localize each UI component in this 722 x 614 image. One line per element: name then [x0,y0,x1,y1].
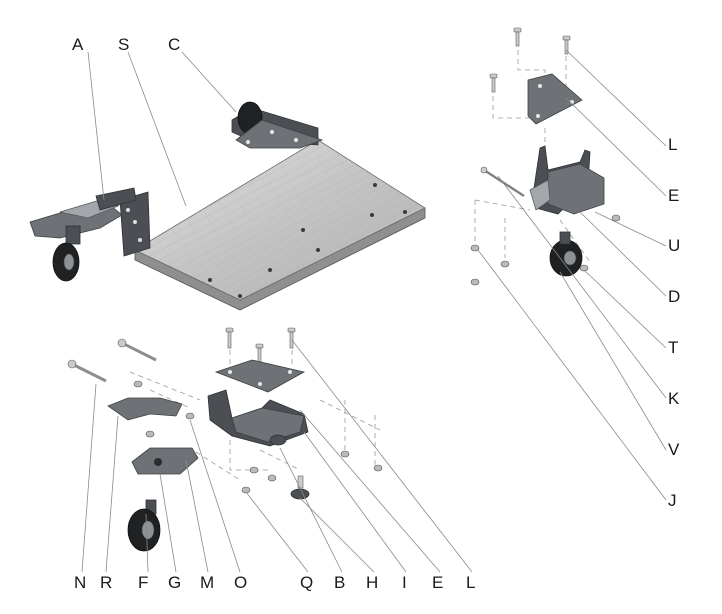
screw [514,28,521,46]
screw [490,74,497,92]
caster-wheel-right [550,232,582,276]
label-N: N [74,573,87,592]
nuts-right [471,215,620,285]
front-exploded-view [68,328,382,551]
label-O: O [234,573,248,592]
label-R: R [100,573,113,592]
label-T: T [668,338,679,357]
front-caster-wheel [128,500,160,551]
front-caster-assembly [30,188,150,281]
label-D: D [668,287,681,306]
screw [288,328,295,348]
label-F: F [138,573,149,592]
long-bolts [68,339,156,381]
label-B: B [334,573,346,592]
rear-caster-bracket [232,102,322,148]
label-A: A [72,35,84,54]
label-V: V [668,440,680,459]
part-labels: A S C L E U D T K V J N R F G M O Q B H … [72,35,681,592]
triangular-plate-bottom [216,360,304,392]
screw [226,328,233,348]
label-S: S [118,35,130,54]
label-E-bottom: E [432,573,444,592]
assembled-cart [30,102,425,310]
label-K: K [668,389,680,408]
top-screws-bottom [226,328,295,364]
label-M: M [200,573,215,592]
label-L-right: L [668,135,678,154]
leader-lines [82,50,666,572]
screw [563,36,570,54]
label-I: I [402,573,408,592]
label-Q: Q [300,573,314,592]
corner-bracket-right [530,146,604,214]
label-U: U [668,236,681,255]
label-C: C [168,35,181,54]
label-G: G [168,573,182,592]
label-L-bottom: L [466,573,476,592]
label-H: H [366,573,379,592]
corner-exploded-view [471,28,620,285]
label-J: J [668,491,678,510]
brake-pedal [108,398,182,420]
label-E-right: E [668,186,680,205]
corner-bracket-bottom [208,390,308,446]
